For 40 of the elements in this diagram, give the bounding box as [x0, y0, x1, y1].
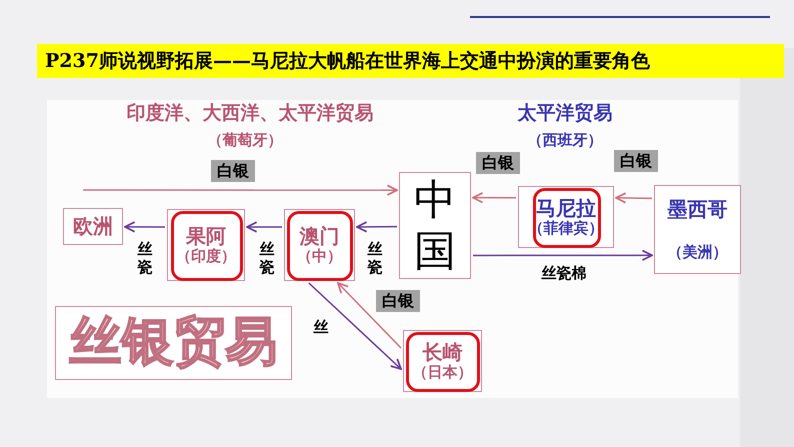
country-note: （中） [297, 248, 342, 266]
country-note: （葡萄牙） [206, 132, 284, 150]
edge-label: 丝 [311, 318, 331, 336]
edge-label: 丝瓷 [366, 240, 384, 276]
country-note: （美洲） [668, 244, 728, 262]
arrow [615, 192, 652, 204]
arrow [246, 221, 282, 233]
place-name: 长崎 [422, 340, 462, 364]
place-box [63, 208, 123, 245]
country-note: （西班牙） [526, 132, 604, 150]
country-note: （印度） [176, 248, 236, 266]
country-note: （日本） [412, 364, 472, 382]
edge-label: 丝瓷 [258, 240, 276, 276]
edge-label: 丝瓷 [136, 240, 154, 276]
arrow [83, 184, 398, 196]
country-note: （菲律宾） [528, 220, 604, 238]
place-box [518, 186, 614, 248]
arrow [337, 282, 402, 348]
slogan-box [55, 306, 292, 380]
edge-label: 白银 [476, 152, 520, 174]
edge-label: 白银 [376, 290, 420, 312]
arrow [308, 282, 402, 370]
place-box [399, 172, 471, 279]
edge-label: 白银 [614, 150, 658, 172]
title-banner: P237师说视野拓展——马尼拉大帆船在世界海上交通中扮演的重要角色 [37, 44, 784, 78]
place-box [654, 185, 741, 274]
arrow [473, 250, 653, 262]
place-name: 马尼拉 [536, 196, 596, 220]
place-name: 欧洲 [73, 215, 113, 238]
place-name: 澳门 [300, 224, 340, 248]
region-heading: 太平洋贸易 [516, 103, 614, 125]
place-name: 果阿 [186, 224, 226, 248]
edge-label: 白银 [211, 160, 255, 182]
place-name: 中国 [414, 175, 456, 276]
arrow [356, 221, 397, 233]
slogan-text: 丝银贸易 [70, 313, 278, 373]
region-heading: 印度洋、大西洋、太平洋贸易 [126, 103, 374, 125]
place-name: 墨西哥 [668, 198, 728, 221]
arrow [472, 192, 516, 204]
arrow [124, 221, 165, 233]
